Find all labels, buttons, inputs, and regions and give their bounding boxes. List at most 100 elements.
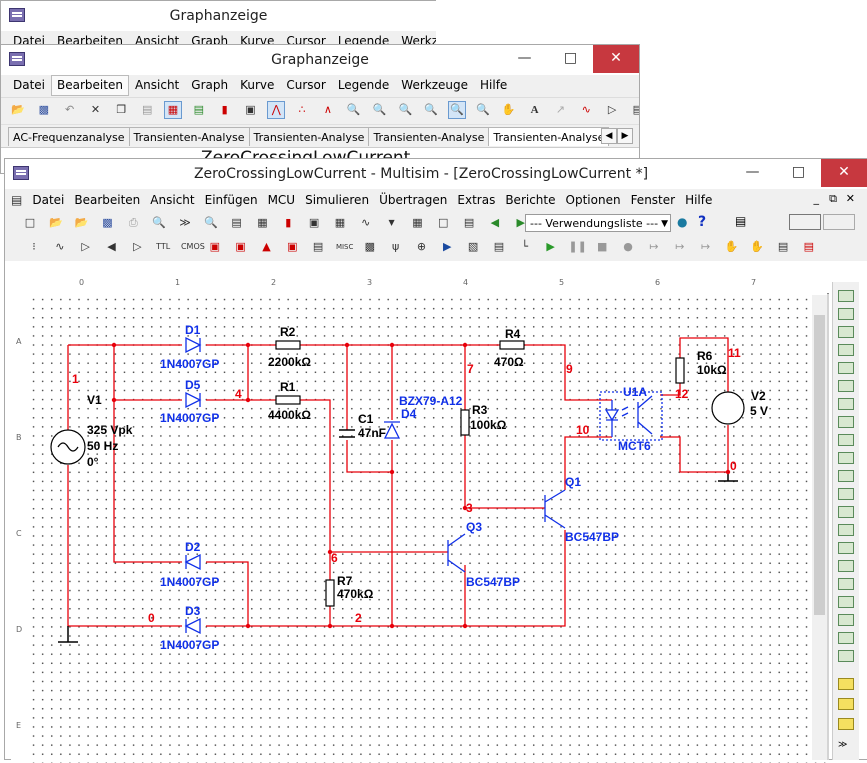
menu-hilfe[interactable]: Hilfe bbox=[685, 193, 713, 207]
zoom-out-icon[interactable]: 🔍 bbox=[372, 103, 387, 116]
vertical-scrollbar[interactable] bbox=[812, 295, 827, 760]
database-icon[interactable]: ▤ bbox=[463, 216, 475, 229]
legend-icon[interactable]: ▤ bbox=[193, 103, 204, 116]
zoom-in-icon[interactable]: 🔍 bbox=[346, 103, 361, 116]
agilent-generator-icon[interactable] bbox=[838, 542, 854, 554]
breadboard-icon[interactable]: ▦ bbox=[412, 216, 423, 229]
stop-icon[interactable]: ■ bbox=[597, 240, 608, 253]
table-icon[interactable]: ▦ bbox=[334, 216, 346, 229]
freq-counter-icon[interactable] bbox=[838, 398, 854, 410]
probe-dot-icon[interactable]: ● bbox=[623, 240, 633, 253]
new-icon[interactable]: □ bbox=[24, 216, 36, 229]
mcu-icon[interactable]: ▣ bbox=[209, 240, 220, 253]
connector-icon[interactable]: └ bbox=[521, 240, 529, 253]
spreadsheet-icon[interactable]: ▦ bbox=[257, 216, 268, 229]
menu-ansicht[interactable]: Ansicht bbox=[150, 193, 195, 207]
export-icon[interactable]: ▤ bbox=[630, 102, 639, 118]
ttl-icon[interactable]: TTL bbox=[156, 242, 171, 251]
minimize-button[interactable]: — bbox=[745, 164, 760, 180]
menu-kurve[interactable]: Kurve bbox=[240, 78, 275, 92]
tektronix-scope-icon[interactable] bbox=[838, 596, 854, 608]
minimize-button[interactable]: — bbox=[517, 50, 532, 66]
menu-extras[interactable]: Extras bbox=[457, 193, 496, 207]
hand-icon[interactable]: ✋ bbox=[724, 240, 739, 253]
bar-graph-icon[interactable]: ▮ bbox=[221, 103, 228, 116]
print-preview-icon[interactable]: 🔍 bbox=[152, 216, 166, 229]
close-button[interactable]: ✕ bbox=[821, 159, 867, 187]
save-icon[interactable]: ▩ bbox=[38, 103, 50, 116]
print-icon[interactable]: ⎙ bbox=[128, 216, 138, 229]
menu-graph[interactable]: Graph bbox=[191, 78, 229, 92]
paste-icon[interactable]: ▤ bbox=[141, 103, 153, 116]
pause-icon[interactable]: ❚❚ bbox=[568, 240, 587, 253]
diode-icon[interactable]: ▷ bbox=[81, 240, 90, 253]
component-icon[interactable]: ▣ bbox=[308, 216, 320, 229]
ni-elvis-icon[interactable] bbox=[838, 650, 854, 662]
toolbar-more-icon[interactable]: ≫ bbox=[838, 740, 854, 752]
transistor-icon[interactable]: ◀ bbox=[107, 240, 116, 253]
agilent-scope-icon[interactable] bbox=[838, 578, 854, 590]
electromech-icon[interactable]: ⊕ bbox=[416, 240, 427, 253]
back-annotate-icon[interactable]: ◀ bbox=[490, 216, 500, 229]
menu-cursor[interactable]: Cursor bbox=[286, 78, 326, 92]
agilent-multimeter-icon[interactable] bbox=[838, 560, 854, 572]
scroll-thumb[interactable] bbox=[814, 315, 825, 615]
doc-icon[interactable]: ▤ bbox=[11, 193, 23, 207]
open-sample-icon[interactable]: 📂 bbox=[74, 216, 89, 229]
source-icon[interactable]: ⁝ bbox=[32, 240, 36, 253]
bar-chart-icon[interactable]: ▮ bbox=[285, 216, 292, 229]
menu-datei[interactable]: Datei bbox=[13, 78, 46, 92]
cut-icon[interactable]: ✕ bbox=[90, 103, 101, 116]
doc-minimize-button[interactable]: _ bbox=[813, 192, 820, 205]
usage-list-select[interactable]: --- Verwendungsliste ---▼ bbox=[525, 214, 671, 232]
menu-hilfe[interactable]: Hilfe bbox=[480, 78, 508, 92]
probe-icon[interactable]: ▶ bbox=[443, 240, 452, 253]
more-icon[interactable]: ≫ bbox=[179, 216, 191, 229]
zoom-area-icon[interactable]: 🔍 bbox=[398, 103, 413, 116]
globe-icon[interactable]: ● bbox=[677, 215, 688, 229]
undo-icon[interactable]: ↶ bbox=[65, 103, 75, 116]
digital-icon[interactable]: ▣ bbox=[235, 240, 246, 253]
menu-ansicht[interactable]: Ansicht bbox=[134, 78, 180, 92]
analysis-icon[interactable]: ∿ bbox=[361, 216, 371, 229]
menu-bearbeiten[interactable]: Bearbeiten bbox=[74, 193, 141, 207]
cursor-trace-icon[interactable]: ∿ bbox=[581, 103, 591, 116]
peripheral-icon[interactable]: ▩ bbox=[364, 240, 375, 253]
open-icon[interactable]: 📂 bbox=[48, 216, 63, 229]
tab-transient-1[interactable]: Transienten-Analyse bbox=[128, 127, 250, 146]
maximize-button[interactable]: □ bbox=[791, 164, 806, 180]
toggle-icon[interactable]: ▤ bbox=[735, 214, 747, 228]
analog-icon[interactable]: ▷ bbox=[133, 240, 142, 253]
cmos-icon[interactable]: CMOS bbox=[180, 242, 205, 251]
forward-annotate-icon[interactable]: ▶ bbox=[516, 216, 525, 229]
run-icon[interactable]: ▶ bbox=[546, 240, 555, 253]
zoom-x-icon[interactable]: 🔍 bbox=[424, 103, 439, 116]
schematic-sheet[interactable] bbox=[27, 293, 827, 763]
tab-transient-3[interactable]: Transienten-Analyse bbox=[368, 127, 490, 146]
marker-trace-icon[interactable]: ∧ bbox=[323, 103, 332, 116]
power-icon[interactable]: ▤ bbox=[312, 240, 324, 253]
doc-restore-button[interactable]: ⧉ bbox=[829, 192, 837, 205]
probe-play-icon[interactable] bbox=[838, 698, 854, 710]
iv-analyzer-icon[interactable] bbox=[838, 470, 854, 482]
spectrum-analyzer-icon[interactable] bbox=[838, 506, 854, 518]
menu-uebertragen[interactable]: Übertragen bbox=[379, 193, 448, 207]
step2-icon[interactable]: ↦ bbox=[675, 240, 685, 253]
netlist-icon[interactable]: ▤ bbox=[777, 240, 789, 253]
tab-transient-2[interactable]: Transienten-Analyse bbox=[248, 127, 370, 146]
network-analyzer-icon[interactable] bbox=[838, 524, 854, 536]
view-switch-icon[interactable] bbox=[789, 214, 821, 230]
oscilloscope-4ch-icon[interactable] bbox=[838, 362, 854, 374]
hand2-icon[interactable]: ✋ bbox=[750, 240, 765, 253]
logic-converter-icon[interactable] bbox=[838, 434, 854, 446]
open-icon[interactable]: 📂 bbox=[11, 103, 25, 116]
menu-simulieren[interactable]: Simulieren bbox=[305, 193, 370, 207]
bus-icon[interactable]: ▧ bbox=[467, 240, 479, 253]
dropdown-icon[interactable]: ▼ bbox=[388, 218, 395, 227]
word-generator-icon[interactable] bbox=[838, 416, 854, 428]
menu-mcu[interactable]: MCU bbox=[267, 193, 296, 207]
tab-ac-frequency[interactable]: AC-Frequenzanalyse bbox=[8, 127, 130, 146]
mixed-icon[interactable]: ▲ bbox=[262, 240, 271, 253]
logic-analyzer-icon[interactable] bbox=[838, 452, 854, 464]
view-switch-2-icon[interactable] bbox=[823, 214, 855, 230]
